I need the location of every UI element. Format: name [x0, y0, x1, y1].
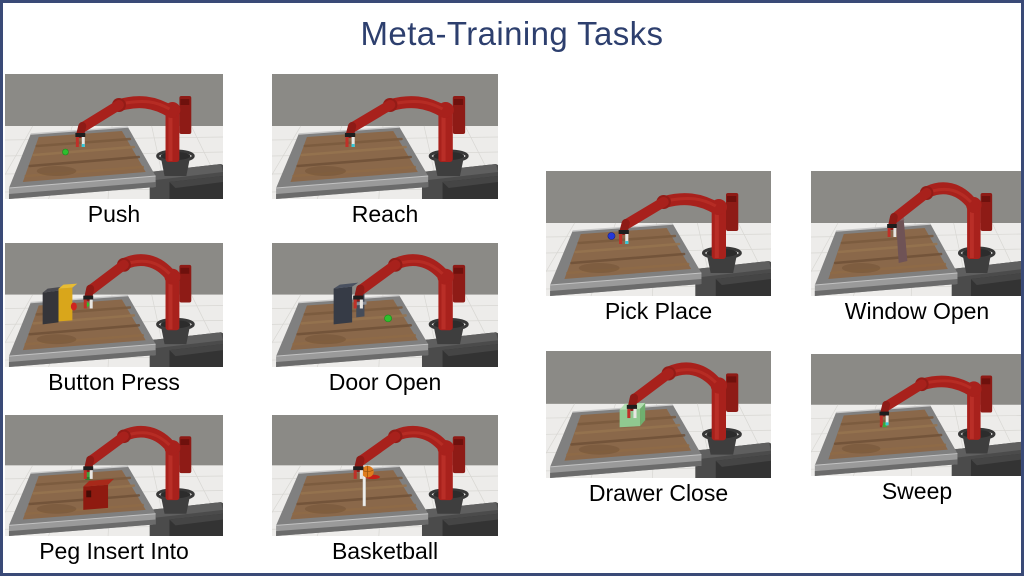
task-panel-basketball: Basketball — [272, 415, 498, 564]
robot-scene-sweep-image — [811, 354, 1021, 476]
robot-scene-peg-insert-into-image — [5, 415, 223, 536]
task-panel-sweep: Sweep — [811, 354, 1021, 504]
task-label-pick-place: Pick Place — [604, 298, 713, 324]
task-label-push: Push — [87, 201, 141, 227]
task-panel-reach: Reach — [272, 74, 498, 227]
task-panel-peg-insert-into: Peg Insert Into — [5, 415, 223, 564]
robot-scene-pick-place-image — [546, 171, 771, 296]
task-label-reach: Reach — [351, 201, 419, 227]
robot-scene-reach-image — [272, 74, 498, 199]
robot-scene-door-open-image — [272, 243, 498, 367]
task-panel-door-open: Door Open — [272, 243, 498, 395]
task-panel-push: Push — [5, 74, 223, 227]
task-panel-drawer-close: Drawer Close — [546, 351, 771, 506]
robot-scene-drawer-close-image — [546, 351, 771, 478]
task-label-drawer-close: Drawer Close — [588, 480, 729, 506]
task-panel-button-press: Button Press — [5, 243, 223, 395]
robot-scene-button-press-image — [5, 243, 223, 367]
task-label-sweep: Sweep — [881, 478, 953, 504]
robot-scene-basketball-image — [272, 415, 498, 536]
task-label-door-open: Door Open — [328, 369, 442, 395]
task-label-basketball: Basketball — [331, 538, 439, 564]
task-label-peg-insert-into: Peg Insert Into — [39, 538, 189, 564]
task-panel-window-open: Window Open — [811, 171, 1021, 324]
page-title: Meta-Training Tasks — [360, 15, 664, 52]
robot-scene-window-open-image — [811, 171, 1021, 296]
robot-scene-push-image — [5, 74, 223, 199]
task-panel-pick-place: Pick Place — [546, 171, 771, 324]
task-label-button-press: Button Press — [48, 369, 180, 395]
task-label-window-open: Window Open — [844, 298, 990, 324]
